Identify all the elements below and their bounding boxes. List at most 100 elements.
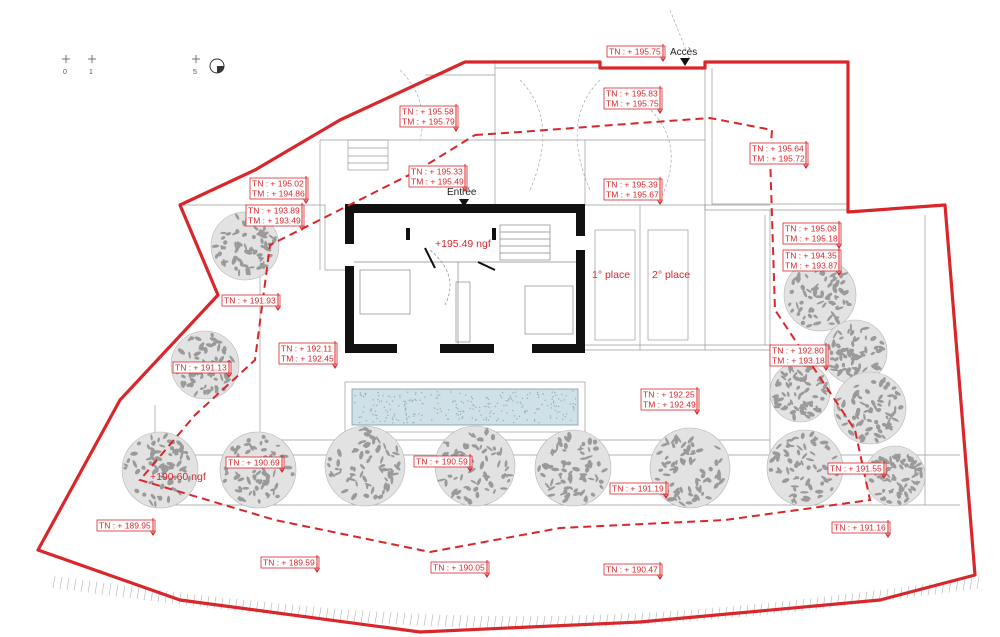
tree-leaf (380, 456, 384, 464)
tree-leaf (800, 284, 806, 291)
level-label-line: TN : + 195.33 (411, 167, 463, 177)
tree-leaf (787, 458, 793, 464)
tree-leaf (678, 501, 686, 507)
tree-leaf (174, 452, 179, 456)
tree-leaf (780, 375, 787, 381)
tree-leaf (154, 456, 163, 461)
tree-leaf (780, 370, 786, 376)
tree-leaf (390, 469, 394, 475)
tree-leaf (541, 463, 548, 470)
level-label-box (749, 142, 809, 165)
tree-leaf (272, 488, 275, 496)
tree-leaf (881, 434, 886, 440)
tree-leaf (687, 436, 694, 444)
pool-dot (526, 419, 528, 421)
pool-dot (512, 392, 514, 394)
tree-leaf (242, 486, 250, 490)
tree-leaf (455, 489, 462, 496)
tree-leaf (336, 459, 341, 467)
pool-dot (526, 410, 528, 412)
level-arrow-icon (694, 387, 700, 415)
tree-leaf (176, 460, 182, 467)
tree-leaf (214, 356, 218, 362)
pool-dot (542, 393, 544, 395)
pool-dot (505, 404, 507, 406)
pool-dot (535, 408, 538, 410)
level-label-line: TM : + 193.87 (785, 261, 838, 271)
tree-leaf (787, 402, 792, 406)
tree-leaf (695, 486, 701, 493)
pool-dot (516, 418, 518, 420)
tree-leaf (802, 289, 808, 298)
hatch-line (892, 587, 896, 601)
tree (219, 431, 297, 509)
tree-leaf (479, 444, 482, 450)
house (345, 204, 585, 353)
hatch-line (437, 614, 441, 627)
tree-leaf (465, 485, 472, 491)
tree-leaf (834, 316, 841, 325)
tree-leaf (838, 287, 845, 295)
pool-dot (507, 400, 509, 402)
tree-leaf (839, 336, 844, 340)
tree-leaf (851, 398, 856, 405)
tree-leaf (857, 395, 863, 400)
pool-dot (403, 403, 406, 405)
tree-leaf (843, 415, 848, 418)
tree-leaf (189, 381, 194, 388)
tree-leaf (859, 350, 866, 354)
tree-leaf (259, 262, 266, 269)
level-arrow-icon (314, 555, 320, 573)
level-label-line: TN : + 192.80 (772, 346, 824, 356)
tree-leaf (252, 445, 258, 450)
pool-dot (514, 391, 517, 393)
tree-leaf (222, 478, 228, 483)
tree-leaf (194, 356, 200, 360)
level-arrow-icon (836, 248, 842, 276)
tree-leaf (579, 451, 585, 455)
pool-dot (459, 413, 462, 416)
pool-dot (470, 401, 472, 403)
hatch-line (136, 587, 140, 600)
pool-dot (436, 397, 439, 399)
tree-leaf (849, 323, 853, 332)
tree-leaf (236, 241, 240, 248)
pool-dot (391, 400, 394, 402)
pool-dot (383, 406, 386, 408)
tree-leaf (910, 485, 917, 492)
pool-dot (472, 404, 474, 406)
tree-leaf (496, 451, 501, 456)
pool-dot (387, 395, 389, 397)
pool-dot (550, 407, 552, 409)
tree-leaf (870, 380, 877, 384)
entree-arrow-icon (459, 199, 469, 207)
hatch-line (458, 615, 462, 628)
pool-dot (502, 391, 504, 394)
tree-leaf (680, 441, 687, 449)
tree-leaf (272, 469, 276, 478)
tree-leaf (368, 455, 373, 459)
tree-leaf (919, 469, 923, 479)
tree-leaf (579, 457, 589, 460)
tree-leaf (837, 330, 843, 336)
tree-leaf (673, 466, 679, 471)
tree-leaf (221, 348, 227, 355)
hatch-line (500, 615, 504, 628)
tree-leaf (853, 368, 859, 377)
pool-dot (512, 409, 514, 412)
hatch-line (108, 583, 112, 596)
tree-leaf (864, 432, 869, 436)
hatch-line (808, 598, 812, 611)
hatch-line (423, 613, 427, 627)
level-label-line: TM : + 195.67 (606, 190, 659, 200)
tree-leaf (484, 427, 489, 436)
tree-leaf (866, 418, 873, 423)
pool-dot (499, 394, 502, 397)
tree-leaf (904, 463, 909, 468)
tree-leaf (888, 421, 892, 426)
tree-leaf (473, 486, 479, 492)
pool-dot (424, 396, 426, 398)
pool-dot (354, 395, 357, 397)
pool-dot (386, 411, 389, 413)
tree-leaf (150, 434, 153, 441)
